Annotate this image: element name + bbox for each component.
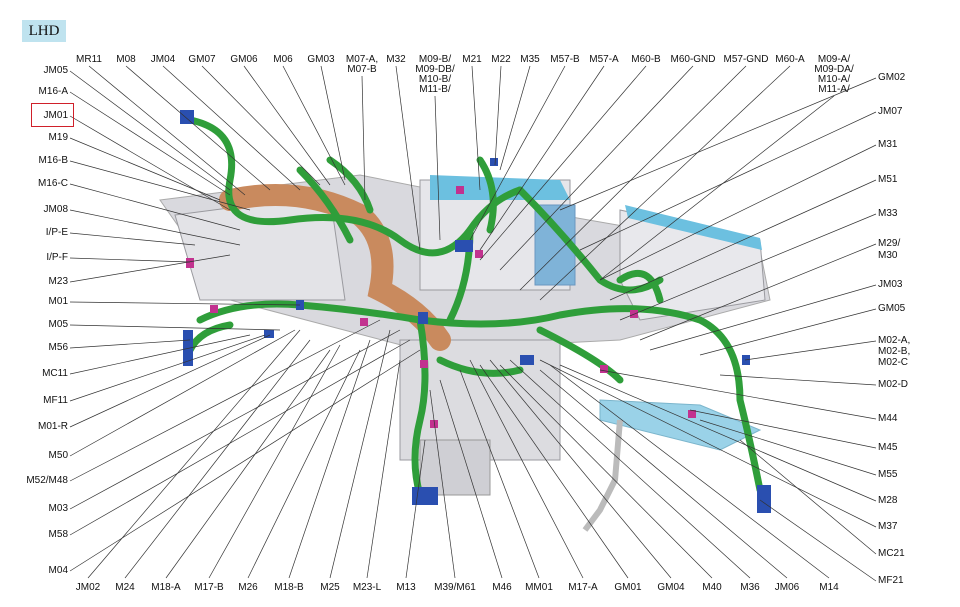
label-mc21: MC21 <box>878 548 905 559</box>
label-m06: M06 <box>273 54 293 65</box>
label-m18-a: M18-A <box>151 582 181 593</box>
label-m60-gnd: M60-GND <box>670 54 716 65</box>
label-m03: M03 <box>48 503 68 514</box>
label-m08: M08 <box>116 54 136 65</box>
label-m23-l: M23-L <box>352 582 382 593</box>
label-jm04: JM04 <box>150 54 176 65</box>
label-m05: M05 <box>48 319 68 330</box>
label-i-p-e: I/P-E <box>45 227 68 238</box>
label-m39-m61: M39/M61 <box>434 582 476 593</box>
label-m01-r: M01-R <box>37 421 68 432</box>
label-m37: M37 <box>878 521 898 532</box>
label-jm06: JM06 <box>774 582 800 593</box>
label-m36: M36 <box>740 582 760 593</box>
label-m13: M13 <box>396 582 416 593</box>
label-gm02: GM02 <box>878 72 906 83</box>
label-m26: M26 <box>238 582 258 593</box>
label-m02-b: M02-B, <box>878 346 911 357</box>
label-mc11: MC11 <box>42 368 68 379</box>
air-duct <box>219 184 451 351</box>
label-m60-b: M60-B <box>631 54 661 65</box>
label-jm03: JM03 <box>878 279 903 290</box>
label-m09-a: M09-A/ <box>817 54 851 65</box>
label-m16-b: M16-B <box>38 155 68 166</box>
label-m09-da: M09-DA/ <box>814 64 854 75</box>
label-m57-b: M57-B <box>550 54 580 65</box>
label-m31: M31 <box>878 139 898 150</box>
label-m07-a: M07-A, <box>345 54 379 65</box>
label-gm07: GM07 <box>188 54 216 65</box>
label-m56: M56 <box>48 342 68 353</box>
label-m07-b: M07-B <box>347 64 377 75</box>
label-m17-a: M17-A <box>568 582 598 593</box>
label-m14: M14 <box>819 582 839 593</box>
label-m18-b: M18-B <box>274 582 304 593</box>
label-m25: M25 <box>320 582 340 593</box>
label-mf21: MF21 <box>878 575 904 586</box>
label-mr11: MR11 <box>76 54 102 65</box>
label-m32: M32 <box>386 54 406 65</box>
label-m30: M30 <box>878 250 898 261</box>
label-m58: M58 <box>48 529 68 540</box>
label-m10-b: M10-B/ <box>418 74 452 85</box>
label-m10-a: M10-A/ <box>817 74 851 85</box>
dashboard-structure <box>159 174 771 532</box>
label-gm01: GM01 <box>614 582 642 593</box>
highlight-box-jm01 <box>31 103 74 127</box>
label-m01: M01 <box>48 296 68 307</box>
label-gm06: GM06 <box>230 54 258 65</box>
label-m04: M04 <box>48 565 68 576</box>
label-m52-m48: M52/M48 <box>26 475 68 486</box>
label-m22: M22 <box>491 54 511 65</box>
label-m09-b: M09-B/ <box>418 54 452 65</box>
label-m35: M35 <box>520 54 540 65</box>
label-jm05: JM05 <box>43 65 68 76</box>
label-m55: M55 <box>878 469 898 480</box>
label-m02-d: M02-D <box>878 379 909 390</box>
label-mm01: MM01 <box>525 582 553 593</box>
label-m51: M51 <box>878 174 898 185</box>
label-jm07: JM07 <box>878 106 903 117</box>
label-m02-a: M02-A, <box>878 335 911 346</box>
label-jm02: JM02 <box>75 582 101 593</box>
label-m44: M44 <box>878 413 898 424</box>
label-m33: M33 <box>878 208 898 219</box>
label-m11-a: M11-A/ <box>818 84 850 95</box>
label-m24: M24 <box>115 582 135 593</box>
label-m23: M23 <box>48 276 68 287</box>
leader-lines <box>69 65 877 582</box>
label-m46: M46 <box>492 582 512 593</box>
label-m29: M29/ <box>878 238 901 249</box>
label-m02-c: M02-C <box>878 357 909 368</box>
label-m57-gnd: M57-GND <box>723 54 769 65</box>
label-m45: M45 <box>878 442 898 453</box>
label-m40: M40 <box>702 582 722 593</box>
label-i-p-f: I/P-F <box>46 252 68 263</box>
label-gm05: GM05 <box>878 303 906 314</box>
label-m16-c: M16-C <box>37 178 68 189</box>
label-m50: M50 <box>48 450 68 461</box>
label-mf11: MF11 <box>43 395 68 406</box>
label-m16-a: M16-A <box>38 86 68 97</box>
label-gm04: GM04 <box>657 582 685 593</box>
variant-badge: LHD <box>22 20 66 42</box>
label-jm01: JM01 <box>43 110 68 121</box>
label-m60-a: M60-A <box>775 54 805 65</box>
label-m57-a: M57-A <box>589 54 619 65</box>
label-gm03: GM03 <box>307 54 335 65</box>
label-m09-db: M09-DB/ <box>415 64 455 75</box>
label-m21: M21 <box>462 54 482 65</box>
label-m17-b: M17-B <box>194 582 224 593</box>
wire-harness <box>186 116 764 499</box>
label-jm08: JM08 <box>43 204 68 215</box>
label-m19: M19 <box>48 132 68 143</box>
label-m28: M28 <box>878 495 898 506</box>
label-m11-b: M11-B/ <box>419 84 451 95</box>
